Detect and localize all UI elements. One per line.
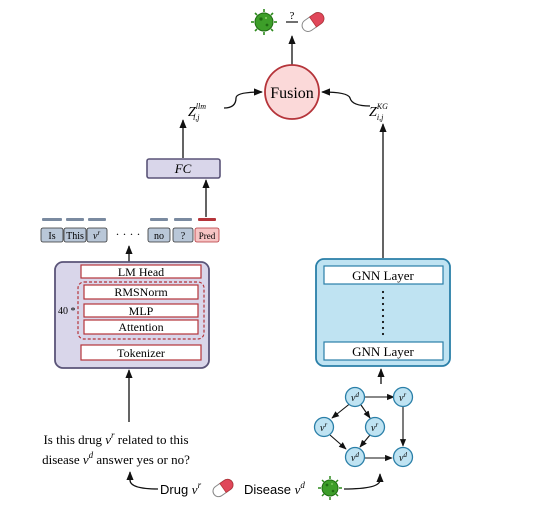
svg-text:vr: vr [93,229,100,242]
drug-pill-icon [212,478,234,498]
output-virus-icon [251,9,277,35]
fc-box [146,158,221,179]
svg-text:MLP: MLP [129,304,154,318]
token-embedding-dots [42,218,216,221]
mlp-box: MLP [83,303,199,318]
arrow-disease-to-graph [343,473,384,490]
svg-text:vd: vd [399,451,407,464]
output-question-mark: ? [290,10,295,22]
question-line-1: Is this drug vr related to this [43,430,188,447]
token-pred: Pred [194,227,220,243]
repeat-count-label: 40 * [58,306,76,317]
token-no: no [147,227,171,243]
svg-text:vr: vr [371,421,378,434]
disease-label: Disease vd [244,480,305,497]
svg-text:Pred: Pred [199,231,216,241]
arrow-zkg-to-fusion [321,88,371,107]
svg-text:vr: vr [320,421,327,434]
svg-text:GNN Layer: GNN Layer [352,268,414,283]
output-pill-icon [301,12,325,32]
token-question: ? [172,227,194,243]
svg-text:This: This [66,231,84,242]
svg-text:RMSNorm: RMSNorm [114,285,168,299]
svg-text:vr: vr [399,391,406,404]
graph-node: vd [392,446,414,468]
svg-text:Is: Is [48,231,55,242]
graph-node: vr [364,416,386,438]
token-vr: vr [86,227,108,243]
gnn-layer-bottom-box: GNN Layer [323,341,444,361]
svg-text:Attention: Attention [118,320,163,334]
graph-node: vr [392,386,414,408]
token-is: Is [40,227,64,243]
svg-text:vd: vd [351,451,359,464]
rmsnorm-box: RMSNorm [83,284,199,300]
fc-label: FC [174,161,192,176]
decoder-repeat-group [77,281,205,340]
knowledge-graph: vd vr vr vr vd vd [313,386,414,468]
svg-text:no: no [154,231,164,242]
svg-text:GNN Layer: GNN Layer [352,344,414,359]
svg-text:Tokenizer: Tokenizer [117,346,165,360]
gnn-vertical-dots [381,290,385,336]
svg-text:LM Head: LM Head [118,265,164,279]
svg-text:?: ? [181,231,186,242]
attention-box: Attention [83,319,199,335]
graph-node: vd [344,446,366,468]
svg-text:vd: vd [351,391,359,404]
gnn-block [315,258,451,367]
graph-node: vr [313,416,335,438]
disease-virus-icon [318,476,342,500]
gnn-layer-top-box: GNN Layer [323,265,444,285]
arrow-drug-to-question [126,471,159,490]
fusion-label: Fusion [270,85,314,102]
arrow-zllm-to-fusion [223,88,263,109]
fusion-node [264,64,320,120]
drug-label: Drug vr [160,480,202,497]
tokenizer-box: Tokenizer [80,344,202,361]
question-line-2: disease vd answer yes or no? [42,450,190,467]
graph-node: vd [344,386,366,408]
lm-head-box: LM Head [80,264,202,279]
token-this: This [63,227,87,243]
token-ellipsis: · · · · [116,227,141,241]
